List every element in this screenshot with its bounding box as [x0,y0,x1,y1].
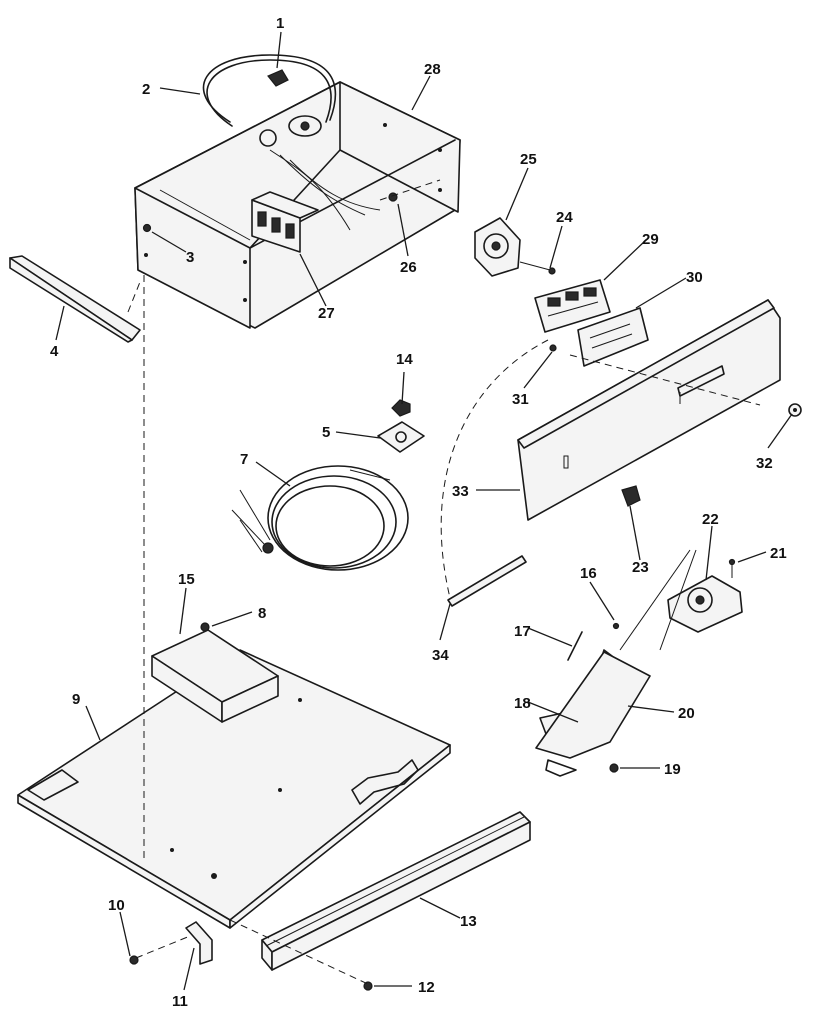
screw-21 [728,558,736,578]
callout-13: 13 [460,913,477,930]
callout-14: 14 [396,351,413,368]
callout-1: 1 [276,15,284,32]
callout-5: 5 [322,424,330,441]
screw-31 [549,344,557,352]
callout-21: 21 [770,545,787,562]
screw-12 [363,981,373,991]
screw-19 [609,763,619,773]
callout-27: 27 [318,305,335,322]
callout-2: 2 [142,81,150,98]
callout-20: 20 [678,705,695,722]
callout-32: 32 [756,455,773,472]
callout-24: 24 [556,209,573,226]
callout-33: 33 [452,483,469,500]
selector-switch [474,217,521,277]
terminal-block [251,191,319,253]
callout-11: 11 [172,993,188,1010]
callout-19: 19 [664,761,681,778]
callout-16: 16 [580,565,597,582]
gasket-strip [447,555,527,607]
callout-9: 9 [72,691,80,708]
callout-28: 28 [424,61,441,78]
callout-7: 7 [240,451,248,468]
callout-30: 30 [686,269,703,286]
callout-25: 25 [520,151,537,168]
latch-motor [667,575,743,633]
callout-15: 15 [178,571,195,588]
mounting-bracket [185,921,213,965]
knob-32 [788,403,802,417]
callout-12: 12 [418,979,435,996]
indicator-light [621,485,641,507]
screw-24 [519,261,556,275]
callout-8: 8 [258,605,266,622]
internal-wiring [269,149,381,231]
clock-bracket [577,307,649,367]
callout-17: 17 [514,623,531,640]
callout-18: 18 [514,695,531,712]
screw-3 [142,223,152,233]
callout-23: 23 [632,559,649,576]
pin-16 [612,622,620,630]
leader-lines [55,31,793,991]
bottom-panel [17,649,451,929]
latch-rod [567,631,583,661]
vent-duct [151,629,279,723]
screw-8 [200,622,210,632]
callout-3: 3 [186,249,194,266]
thermostat-capillary [202,54,337,127]
latch-bracket [535,651,651,777]
callout-29: 29 [642,231,659,248]
callout-4: 4 [50,343,59,360]
callout-22: 22 [702,511,719,528]
trim-strip [9,255,141,343]
control-panel [517,299,781,521]
thermostat-part [288,115,322,137]
callout-31: 31 [512,391,529,408]
callout-34: 34 [432,647,449,664]
clock-timer [534,279,611,333]
callout-10: 10 [108,897,125,914]
bottom-rail [261,811,531,971]
clip-14 [391,399,411,417]
wire-harness [231,465,409,571]
sensor-clip [267,69,289,87]
callout-26: 26 [400,259,417,276]
screw-26 [388,192,398,202]
mounting-plate [377,421,425,453]
